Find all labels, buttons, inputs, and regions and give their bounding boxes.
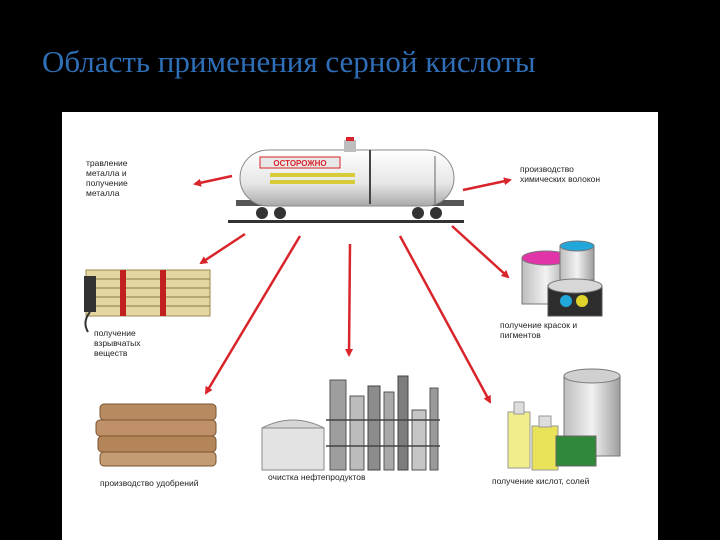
- title-bar: [0, 0, 720, 112]
- arrow-metal: [193, 174, 233, 187]
- label-paints: получение красок и пигментов: [500, 320, 578, 340]
- arrow-explosives: [199, 232, 246, 265]
- arrow-acids: [398, 235, 492, 404]
- page-title: Область применения серной кислоты: [42, 44, 536, 79]
- label-fertilizers: производство удобрений: [100, 478, 199, 488]
- tank-car-icon: [228, 137, 464, 223]
- acid-bottles-icon: [507, 368, 621, 471]
- arrow-paints: [451, 225, 510, 279]
- label-explosives: получение взрывчатых веществ: [94, 328, 141, 358]
- arrows: [193, 174, 512, 404]
- refinery-icon: [261, 375, 440, 471]
- label-oil: очистка нефтепродуктов: [268, 472, 366, 482]
- paint-cans-icon: [521, 240, 603, 317]
- label-metal: травление металла и получение металла: [86, 158, 128, 198]
- fertilizer-bags-icon: [95, 403, 217, 467]
- explosives-bundle-icon: [84, 269, 211, 333]
- arrow-oil: [345, 243, 354, 357]
- label-fibers: производство химических волокон: [520, 164, 601, 184]
- arrow-fibers: [462, 177, 512, 192]
- arrow-fertilizers: [204, 235, 302, 395]
- label-acids: получение кислот, солей: [492, 476, 590, 486]
- tank-warning-label: ОСТОРОЖНО: [273, 159, 326, 168]
